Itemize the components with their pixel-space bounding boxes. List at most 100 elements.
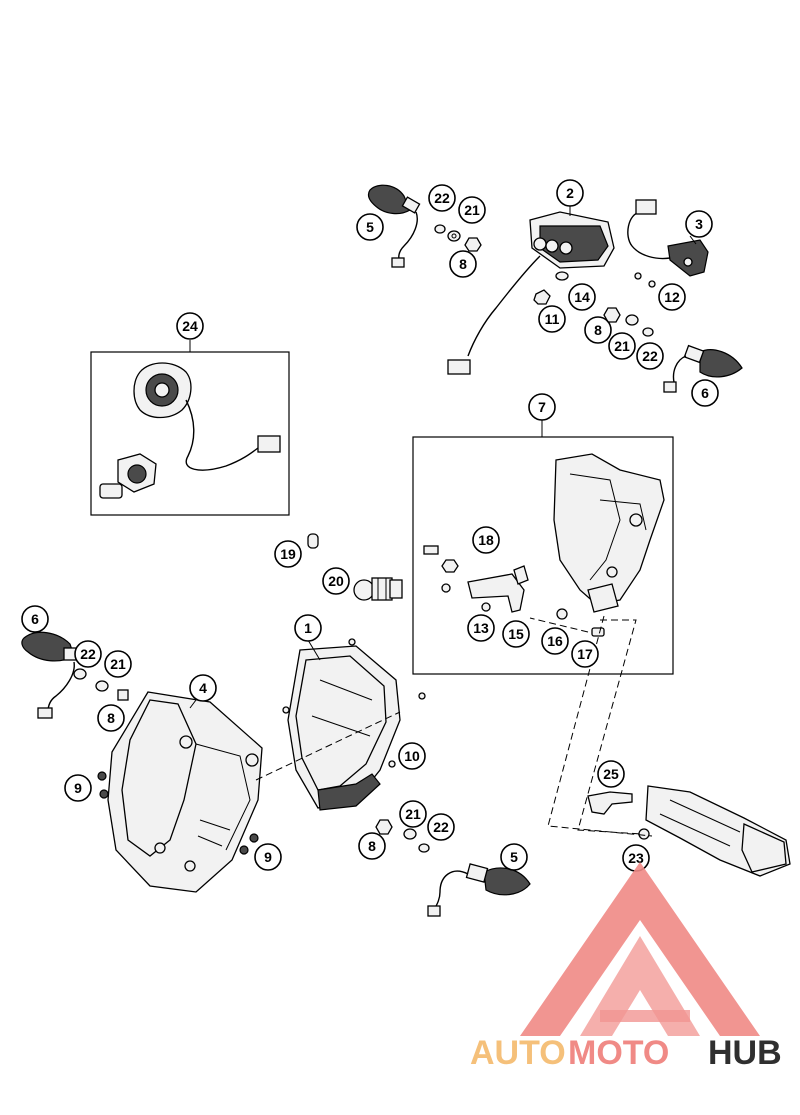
callout-20-label: 20	[328, 573, 344, 589]
callout-6-right: 6	[691, 379, 719, 407]
license-plate-light	[627, 199, 709, 288]
callout-12-label: 12	[664, 289, 680, 305]
callout-7-label: 7	[538, 399, 546, 415]
callout-22-b-label: 22	[642, 348, 658, 364]
callout-8-d: 8	[358, 832, 386, 860]
callout-9-left-label: 9	[74, 780, 82, 796]
callout-5-bottom: 5	[500, 843, 528, 871]
instrument-holder	[638, 785, 791, 877]
detail-frame-7	[412, 436, 674, 675]
callout-22-a: 22	[428, 184, 456, 212]
headlight-unit	[282, 638, 426, 811]
callout-10: 10	[398, 742, 426, 770]
callout-8-c-label: 8	[107, 710, 115, 726]
headlight-bulb	[353, 577, 403, 601]
callout-2: 2	[556, 179, 584, 207]
watermark-text: AUTO MOTO HUB	[470, 1034, 782, 1072]
callout-2-label: 2	[566, 185, 574, 201]
watermark-text-auto: AUTO	[470, 1034, 566, 1072]
callout-25: 25	[597, 760, 625, 788]
callout-16-label: 16	[547, 633, 563, 649]
callout-20: 20	[322, 567, 350, 595]
leader-lines	[189, 205, 697, 709]
callout-21-a: 21	[458, 196, 486, 224]
callout-8-a-label: 8	[459, 256, 467, 272]
callout-8-b: 8	[584, 316, 612, 344]
callout-6-left-label: 6	[31, 611, 39, 627]
mask-screws	[97, 771, 259, 855]
callout-3-label: 3	[695, 216, 703, 232]
callout-22-b: 22	[636, 342, 664, 370]
turn-signal-front-right	[375, 819, 531, 917]
callout-21-b-label: 21	[614, 338, 630, 354]
watermark-text-hub: HUB	[708, 1034, 782, 1072]
callout-22-d: 22	[427, 813, 455, 841]
callout-8-b-label: 8	[594, 322, 602, 338]
tail-light-hardware	[533, 271, 569, 305]
callout-17: 17	[571, 640, 599, 668]
headlight-mask	[107, 691, 263, 893]
callout-8-d-label: 8	[368, 838, 376, 854]
callout-19-label: 19	[280, 546, 296, 562]
callout-11-label: 11	[545, 311, 560, 327]
callout-21-d: 21	[399, 800, 427, 828]
callout-11: 11	[538, 305, 566, 333]
callout-4-label: 4	[199, 680, 207, 696]
position-bulb	[307, 533, 319, 549]
callout-23-label: 23	[628, 850, 644, 866]
callout-5-top-label: 5	[366, 219, 374, 235]
callout-1-label: 1	[304, 620, 312, 636]
callout-6-right-label: 6	[701, 385, 709, 401]
callout-21-c: 21	[104, 650, 132, 678]
callout-21-a-label: 21	[464, 202, 480, 218]
callout-22-c-label: 22	[80, 646, 96, 662]
callout-9-right-label: 9	[264, 849, 272, 865]
callout-21-b: 21	[608, 332, 636, 360]
callout-16: 16	[541, 627, 569, 655]
callout-14-label: 14	[574, 289, 590, 305]
callout-22-c: 22	[74, 640, 102, 668]
callout-17-label: 17	[577, 646, 593, 662]
tail-light-assembly	[447, 211, 615, 375]
callout-25-label: 25	[603, 766, 619, 782]
callout-10-label: 10	[404, 748, 420, 764]
callout-21-d-label: 21	[405, 806, 421, 822]
callout-3: 3	[685, 210, 713, 238]
dashed-assembly-lines	[255, 615, 653, 837]
callout-24-label: 24	[182, 318, 198, 334]
mounting-bracket	[587, 791, 633, 815]
callout-7: 7	[528, 393, 556, 421]
callout-24: 24	[176, 312, 204, 340]
callout-8-c: 8	[97, 704, 125, 732]
turn-signal-rear-right	[603, 307, 743, 393]
headlight-bracket	[553, 453, 665, 613]
callout-8-a: 8	[449, 250, 477, 278]
callout-4: 4	[189, 674, 217, 702]
callout-9-right: 9	[254, 843, 282, 871]
callout-14: 14	[568, 283, 596, 311]
callout-18: 18	[472, 526, 500, 554]
washers-top-left	[434, 224, 482, 252]
callout-23: 23	[622, 844, 650, 872]
callout-6-left: 6	[21, 605, 49, 633]
callout-12: 12	[658, 283, 686, 311]
callout-9-left: 9	[64, 774, 92, 802]
callout-15-label: 15	[508, 626, 524, 642]
callout-22-a-label: 22	[434, 190, 450, 206]
turn-signal-rear-left	[367, 184, 421, 268]
callout-5-bottom-label: 5	[510, 849, 518, 865]
callout-13-label: 13	[473, 620, 489, 636]
callout-5-top: 5	[356, 213, 384, 241]
callout-22-d-label: 22	[433, 819, 449, 835]
callout-1: 1	[294, 614, 322, 642]
bulb-harness-detail	[99, 362, 281, 499]
callout-13: 13	[467, 614, 495, 642]
callout-18-label: 18	[478, 532, 494, 548]
callout-19: 19	[274, 540, 302, 568]
watermark-text-moto: MOTO	[568, 1034, 669, 1072]
turn-signal-front-left	[21, 631, 129, 719]
callout-21-c-label: 21	[110, 656, 126, 672]
watermark-logo	[520, 862, 760, 1036]
bracket-hardware	[423, 545, 605, 637]
